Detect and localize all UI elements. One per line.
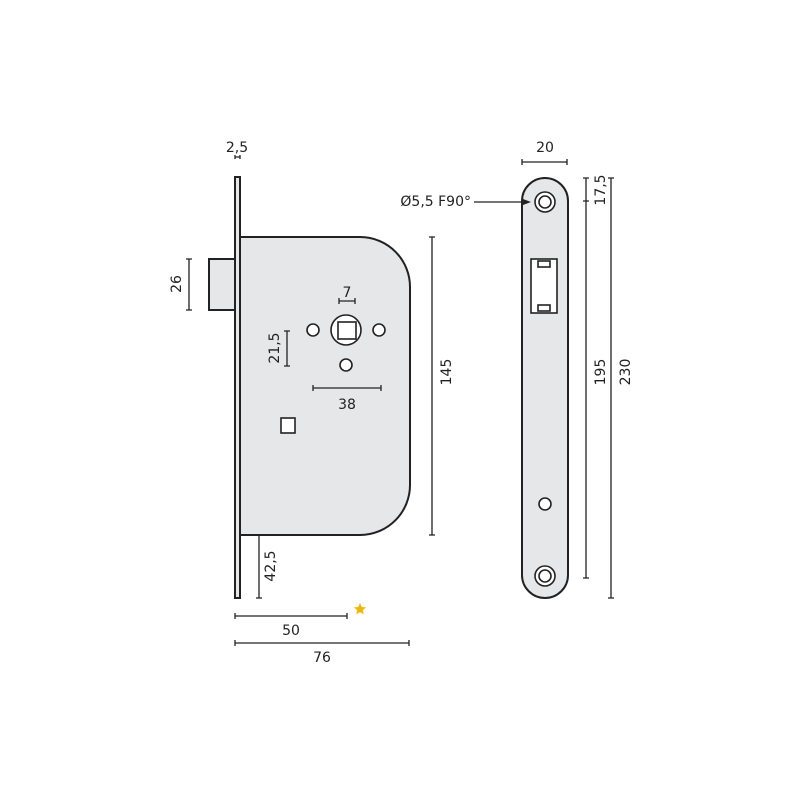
strike-plate — [521, 177, 569, 599]
fixing-hole-right — [372, 323, 386, 337]
dim-strike-width: 20 — [536, 140, 554, 156]
fixing-hole-bottom — [339, 358, 353, 372]
screw-note: Ø5,5 F90° — [400, 194, 471, 210]
dim-top-hole-offset: 17,5 — [593, 174, 609, 205]
faceplate — [234, 176, 241, 599]
dim-strike-hole-spacing: 195 — [593, 359, 609, 386]
mortise-lock — [208, 176, 411, 599]
star-icon — [353, 603, 367, 615]
strike-plate-body — [521, 177, 569, 599]
square-hole — [280, 417, 296, 434]
dim-body-height: 145 — [439, 359, 455, 386]
latch-slot — [530, 258, 558, 314]
dim-strike-total-height: 230 — [618, 359, 634, 386]
fixing-hole-left — [306, 323, 320, 337]
latch-bolt — [208, 258, 236, 311]
middle-hole — [538, 497, 552, 511]
dim-hole-spacing: 38 — [338, 397, 356, 413]
dim-backset: 50 — [282, 623, 300, 639]
dim-spindle-square: 7 — [343, 285, 352, 301]
strike-dimension-lines — [474, 159, 614, 599]
lock-case — [239, 236, 411, 536]
dim-bottom-offset: 42,5 — [263, 550, 279, 581]
dim-body-depth: 76 — [313, 650, 331, 666]
lock-dimension-lines — [186, 155, 435, 646]
dim-faceplate-thickness: 2,5 — [226, 140, 248, 156]
dim-spindle-to-keyhole: 21,5 — [267, 332, 283, 363]
spindle-square — [337, 321, 357, 340]
dim-latch-height: 26 — [169, 275, 185, 293]
